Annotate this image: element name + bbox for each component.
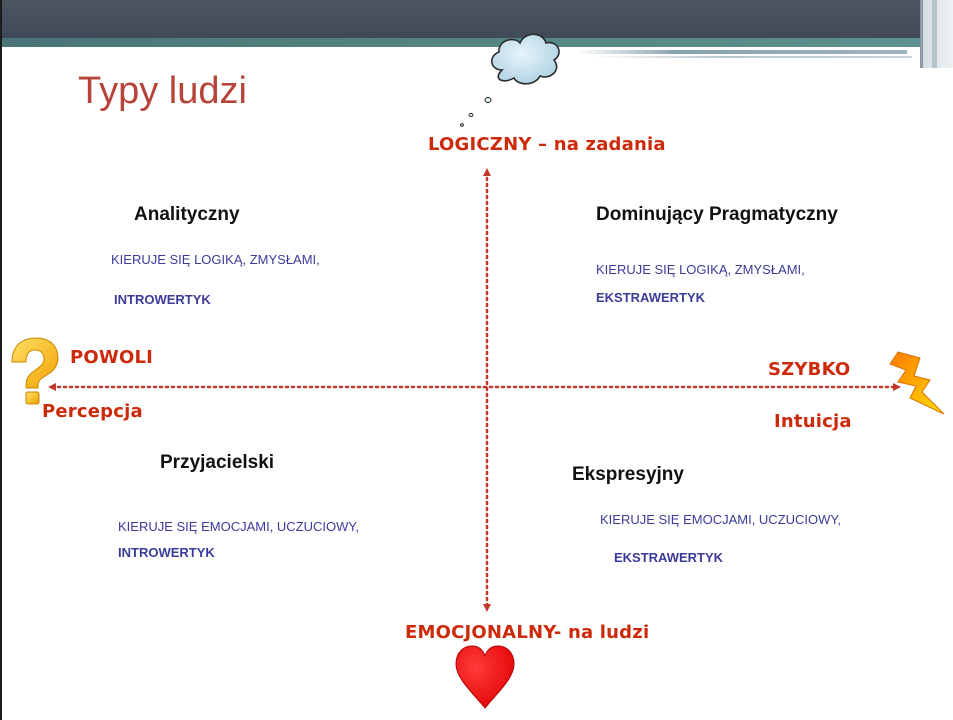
quadrant-title-friendly: Przyjacielski [160, 452, 275, 473]
quadrant-title-dominant: Dominujący Pragmatyczny [596, 204, 838, 225]
axis-label-top: LOGICZNY – na zadania [428, 134, 666, 155]
slide-title: Typy ludzi [78, 70, 247, 112]
axis-label-left-top: POWOLI [70, 347, 154, 368]
quadrant-text-friendly-1: KIERUJE SIĘ EMOCJAMI, UCZUCIOWY, [118, 519, 360, 534]
quadrant-text-expressive-2: EKSTRAWERTYK [614, 550, 724, 565]
quadrant-title-analytical: Analityczny [134, 204, 240, 225]
header-accent-line [2, 38, 953, 47]
axis-label-bottom: EMOCJONALNY- na ludzi [405, 622, 650, 643]
question-mark-icon [11, 337, 59, 405]
quadrant-title-expressive: Ekspresyjny [572, 464, 684, 485]
thought-cloud-icon [460, 33, 560, 127]
quadrant-text-friendly-2: INTROWERTYK [118, 545, 215, 560]
axis-label-right-top: SZYBKO [768, 359, 851, 380]
heart-icon [455, 645, 515, 709]
quadrant-text-dominant-1: KIERUJE SIĘ LOGIKĄ, ZMYSŁAMI, [596, 262, 805, 277]
header-thin-line [577, 50, 907, 54]
corner-tab [920, 0, 953, 68]
quadrant-text-analytical-1: KIERUJE SIĘ LOGIKĄ, ZMYSŁAMI, [111, 252, 320, 267]
axis-label-right-bottom: Intuicja [774, 411, 852, 432]
quadrant-text-dominant-2: EKSTRAWERTYK [596, 290, 706, 305]
quadrant-text-expressive-1: KIERUJE SIĘ EMOCJAMI, UCZUCIOWY, [600, 512, 842, 527]
axis-label-left-bottom: Percepcja [42, 401, 143, 422]
header-thin-line-2 [592, 56, 912, 58]
lightning-bolt-icon [889, 351, 945, 415]
quadrant-text-analytical-2: INTROWERTYK [114, 292, 211, 307]
header-band [2, 0, 953, 38]
